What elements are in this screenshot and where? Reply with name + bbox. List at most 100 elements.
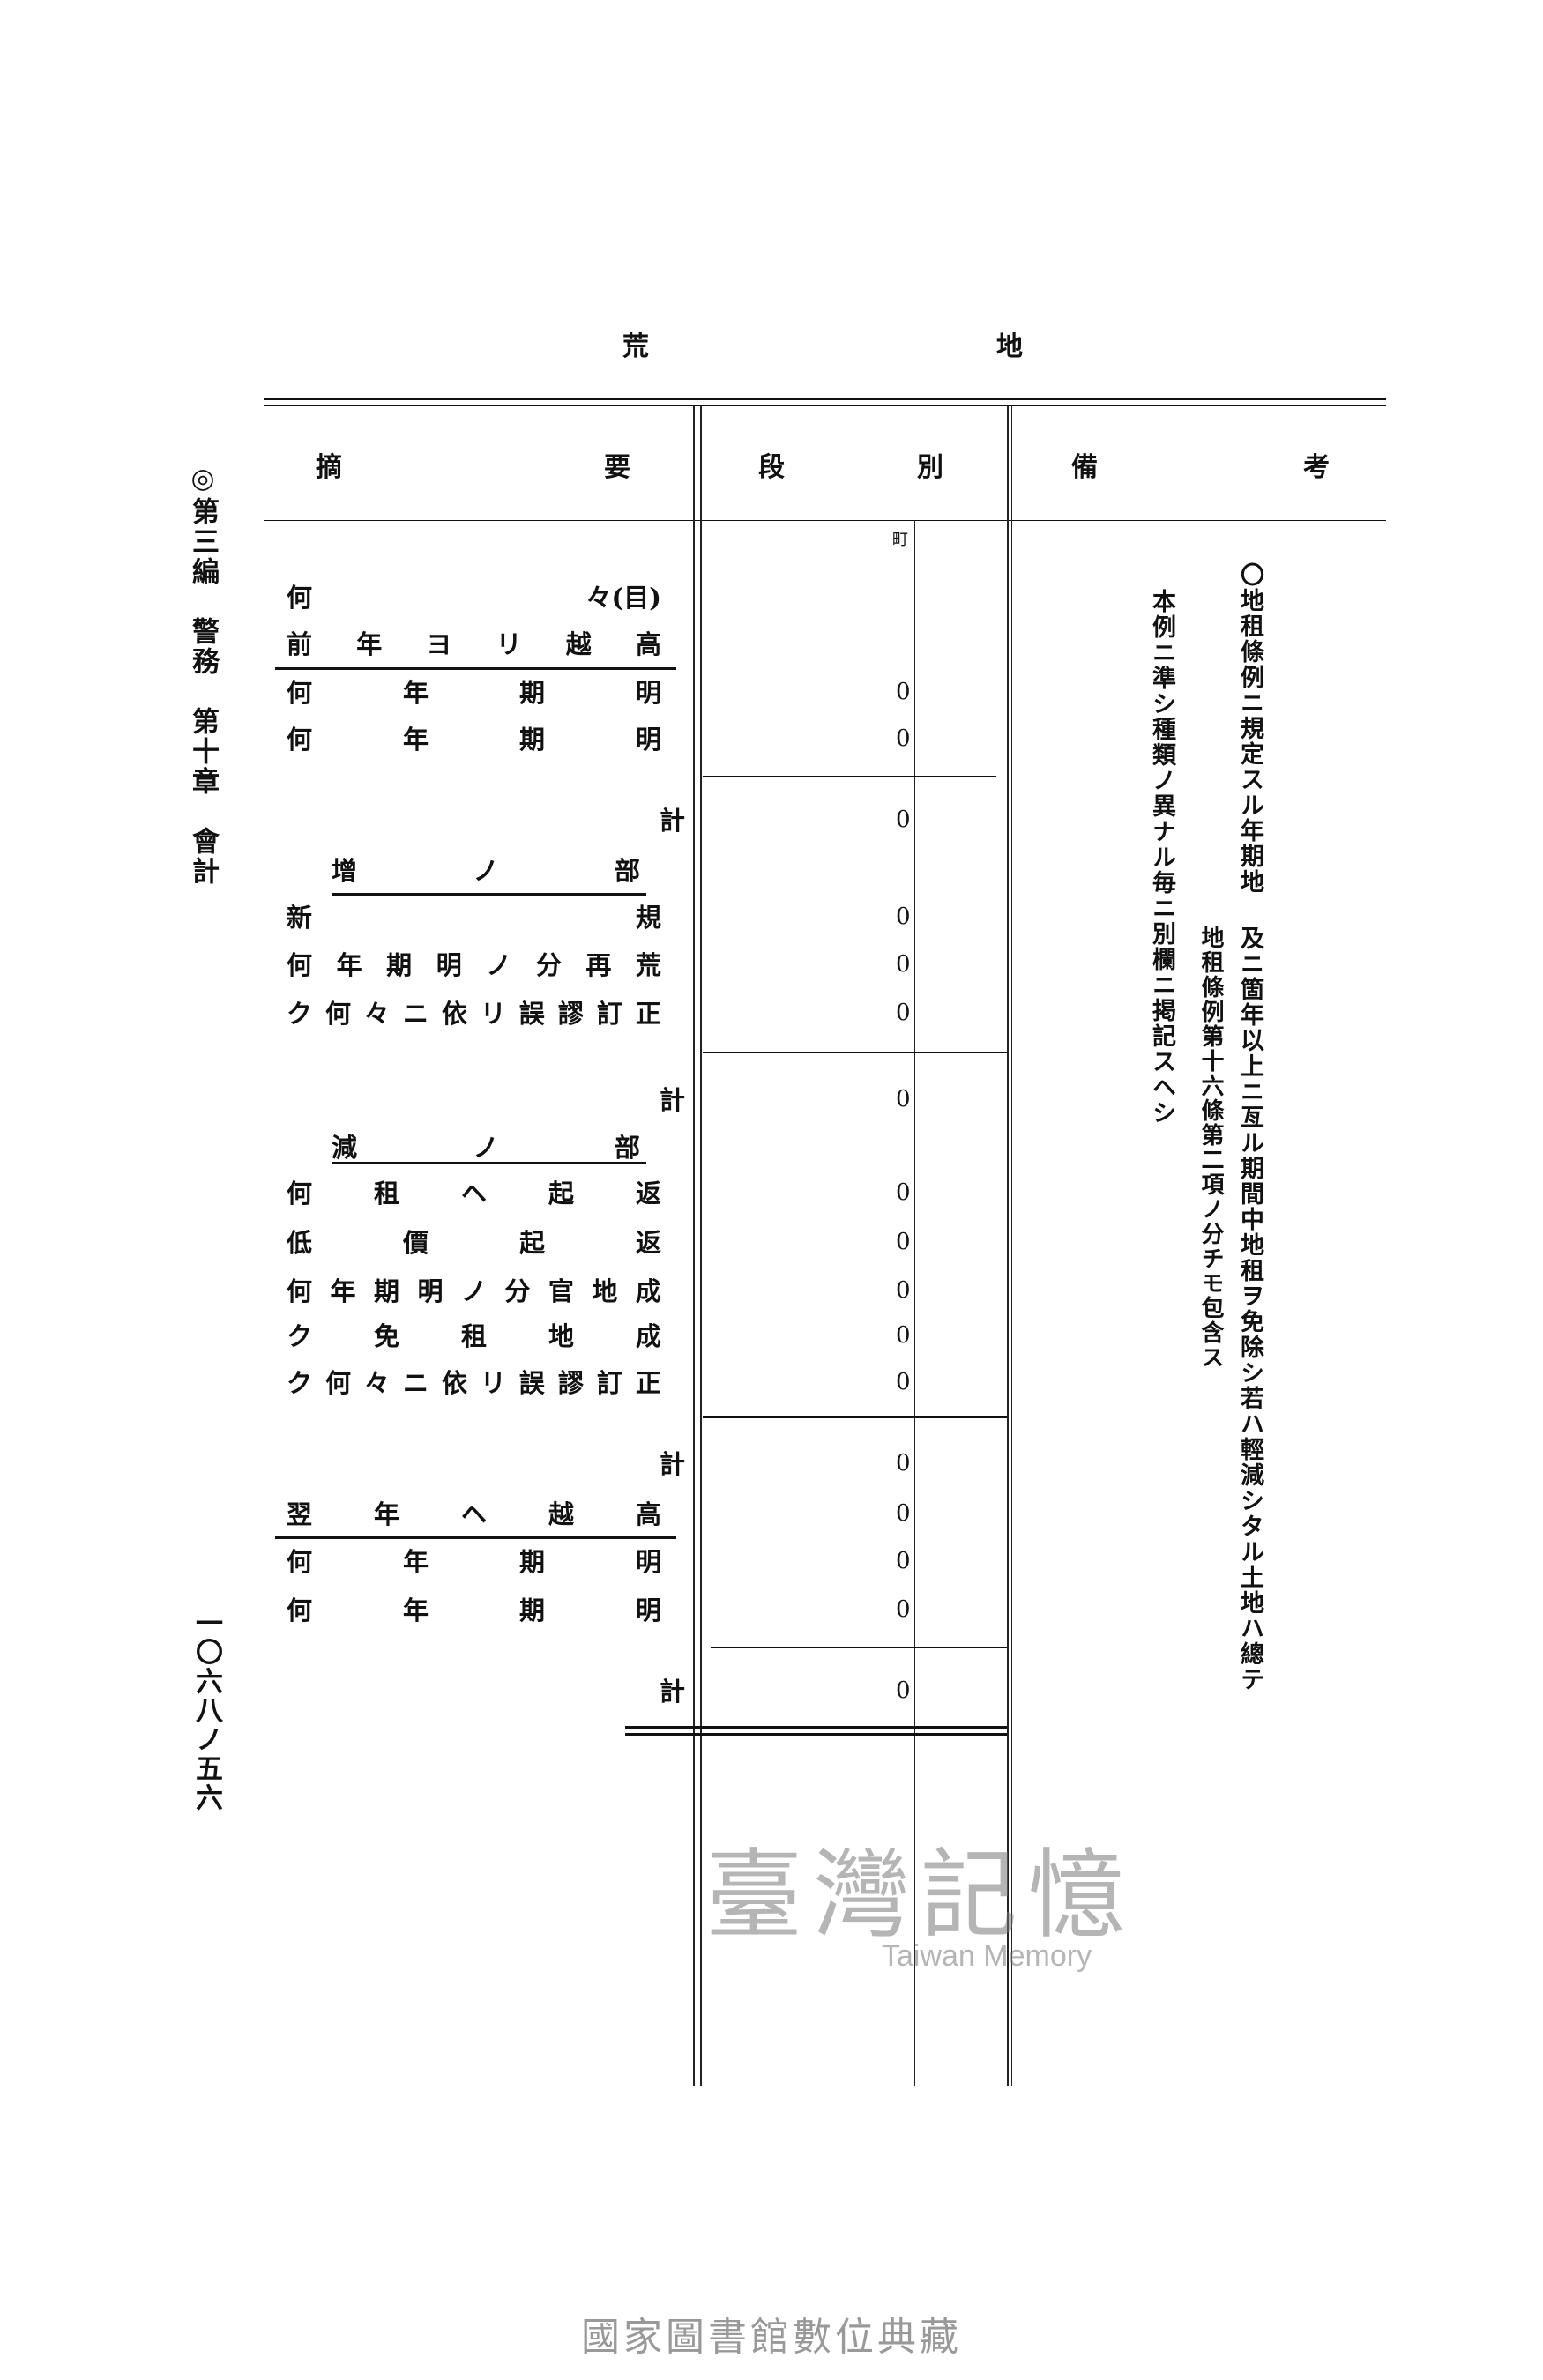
section-heading: 減ノ部	[332, 1132, 640, 1164]
row-label-char: 々(目)	[585, 583, 661, 613]
row-label-char: 成	[635, 1321, 661, 1351]
total-row: 計	[660, 1676, 691, 1707]
area-value: 0	[896, 807, 911, 833]
row-label-char: 期	[518, 1595, 545, 1625]
row-label-char: 翌	[287, 1499, 313, 1529]
row-label-char: 計	[660, 1085, 686, 1115]
row-label-char: 越	[548, 1499, 574, 1529]
row-label-char: 規	[635, 903, 661, 933]
area-value: 0	[896, 904, 911, 930]
row-label-char: 前	[287, 629, 313, 659]
section-underline	[332, 1162, 646, 1164]
row-label-char: リ	[496, 629, 522, 659]
total-double-line	[625, 1733, 1007, 1736]
row-label-char: 明	[635, 678, 661, 708]
watermark-logo: 臺灣記憶	[705, 1839, 1136, 1952]
row-label-char: リ	[480, 1368, 506, 1398]
table-row: 何 々(目)	[287, 582, 661, 614]
area-value: 0	[896, 1548, 911, 1574]
row-label-char: 何	[324, 999, 351, 1029]
subtotal-line	[711, 1647, 1007, 1648]
row-label-char: 訂	[596, 999, 622, 1029]
area-value: 0	[896, 1322, 911, 1349]
column-divider	[1011, 405, 1012, 2086]
area-value: 0	[896, 1000, 911, 1026]
area-unit: 町	[892, 531, 908, 549]
row-label-char: 何	[287, 583, 313, 613]
area-value: 0	[896, 1179, 911, 1206]
table-row: 何年期明	[287, 677, 661, 709]
row-label-char: 起	[518, 1228, 545, 1258]
row-label-char: 越	[565, 629, 592, 659]
table-row: 何年期明	[287, 724, 661, 755]
table-row: 低價起返	[287, 1227, 661, 1259]
row-label-char: 誤	[518, 1368, 545, 1398]
row-label-char: 明	[436, 950, 462, 980]
header-summary-1: 摘	[316, 452, 342, 483]
remark-line1-interlinear: 地租條例第十六條第二項ノ分チモ包含ス	[1197, 926, 1224, 1370]
row-label-char: ク	[287, 1321, 313, 1351]
row-label-char: 返	[635, 1179, 661, 1209]
row-label-char: 年	[356, 629, 383, 659]
table-top-border	[264, 398, 1386, 400]
row-label-char: 何	[287, 725, 313, 755]
area-value: 0	[896, 1369, 911, 1395]
row-label-char: リ	[480, 999, 506, 1029]
watermark-subtext: Taiwan Memory	[882, 1939, 1092, 1973]
row-label-char: ヘ	[460, 1179, 487, 1209]
row-label-char: 價	[402, 1228, 429, 1258]
header-area-2: 別	[917, 452, 943, 483]
footer-credit: 國家圖書館數位典藏	[581, 2315, 962, 2360]
area-value: 0	[896, 725, 911, 752]
table-row: 何年期明	[287, 1595, 661, 1626]
row-label-char: 部	[614, 1133, 640, 1163]
row-label-char: 何	[287, 678, 313, 708]
subtotal-line	[703, 1416, 1007, 1418]
row-label-char: 期	[373, 1276, 399, 1306]
area-value: 0	[896, 1450, 911, 1476]
row-label-char: ヘ	[460, 1499, 487, 1529]
row-label-char: 年	[402, 725, 429, 755]
row-label-char: 何	[287, 1179, 313, 1209]
section-heading: 增ノ部	[332, 855, 640, 887]
table-row: 何租ヘ起返	[287, 1178, 661, 1209]
row-label-char: 期	[386, 950, 413, 980]
row-label-char: ニ	[402, 1368, 429, 1398]
row-label-char: ノ	[486, 950, 512, 980]
row-label-char: 成	[635, 1276, 661, 1306]
table-row: 何年期明ノ分再荒	[287, 949, 661, 981]
column-divider-minor	[914, 520, 915, 2086]
row-label-char: 期	[518, 725, 545, 755]
row-label-char: 再	[585, 950, 612, 980]
remark-line2: 本例ニ準シ種類ノ異ナル毎ニ別欄ニ掲記スヘシ	[1148, 589, 1175, 1126]
row-underline	[275, 1536, 676, 1539]
row-label-char: ノ	[473, 1133, 499, 1163]
table-row: 何年期明	[287, 1546, 661, 1578]
row-underline	[275, 667, 676, 670]
table-row: ク何々ニ依リ誤謬訂正	[287, 998, 661, 1030]
area-value: 0	[896, 1277, 911, 1304]
area-value: 0	[896, 1596, 911, 1623]
row-label-char: 々	[363, 999, 390, 1029]
row-label-char: 依	[441, 999, 467, 1029]
row-label-char: 年	[402, 1547, 429, 1577]
row-label-char: 謬	[557, 999, 584, 1029]
row-label-char: 何	[287, 1595, 313, 1625]
row-label-char: 地	[592, 1276, 618, 1306]
row-label-char: 々	[363, 1368, 390, 1398]
row-label-char: ノ	[460, 1276, 487, 1306]
row-label-char: 高	[635, 629, 661, 659]
area-value: 0	[896, 1229, 911, 1255]
total-row: 計	[660, 805, 691, 837]
row-label-char: 荒	[635, 950, 661, 980]
row-label-char: ニ	[402, 999, 429, 1029]
row-label-char: 正	[635, 999, 661, 1029]
row-label-char: 高	[635, 1499, 661, 1529]
row-label-char: 低	[287, 1228, 313, 1258]
row-label-char: 明	[635, 1595, 661, 1625]
table-row: ク免租地成	[287, 1320, 661, 1352]
total-row: 計	[660, 1448, 691, 1480]
area-value: 0	[896, 951, 911, 978]
table-row: 前年ヨリ越高	[287, 628, 661, 660]
row-label-char: 誤	[518, 999, 545, 1029]
